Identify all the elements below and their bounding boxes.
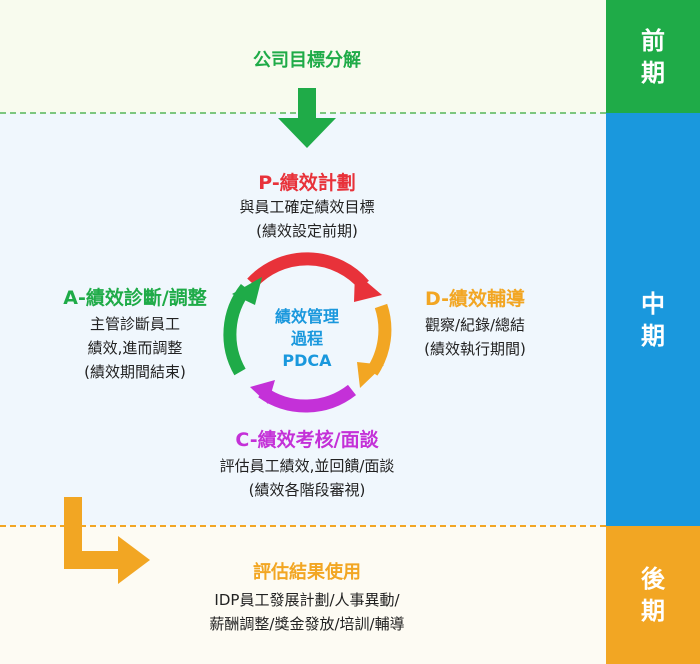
pdca-graphics <box>64 88 392 584</box>
pdca-cycle <box>223 252 392 413</box>
check-line-1: 評估員工績效,並回饋/面談 <box>219 457 395 475</box>
cycle-arrowhead-do <box>357 362 384 388</box>
cycle-arc-check <box>258 384 357 413</box>
result-title: 評估結果使用 <box>253 562 361 583</box>
plan-line-2: (績效設定前期) <box>256 222 358 240</box>
cycle-arc-plan <box>247 252 369 290</box>
act-title: A-績效診斷/調整 <box>63 287 207 309</box>
center-line-1: 績效管理 <box>274 307 339 326</box>
check-title: C-績效考核/面談 <box>235 429 379 451</box>
phase-divider-late <box>0 525 606 527</box>
plan-title: P-績效計劃 <box>258 172 356 194</box>
act-line-1: 主管診斷員工 <box>89 315 180 333</box>
result-line-2: 薪酬調整/獎金發放/培訓/輔導 <box>209 615 405 633</box>
cycle-arrowhead-check <box>250 380 275 404</box>
center-line-3: PDCA <box>282 351 332 370</box>
cycle-arrowhead-plan <box>354 272 382 302</box>
do-line-1: 觀察/紀錄/總結 <box>424 316 526 334</box>
plan-line-1: 與員工確定績效目標 <box>239 198 375 216</box>
act-line-3: (績效期間結束) <box>84 363 186 381</box>
act-line-2: 績效,進而調整 <box>87 339 183 357</box>
check-line-2: (績效各階段審視) <box>248 481 366 499</box>
center-line-2: 過程 <box>290 329 323 348</box>
do-line-2: (績效執行期間) <box>424 340 526 358</box>
down-arrow-icon <box>278 88 336 148</box>
cycle-arrowhead-act <box>232 277 262 305</box>
phase-zone-middle <box>0 113 606 526</box>
cycle-arc-act <box>223 283 252 376</box>
phase-zone-late <box>0 526 606 664</box>
cycle-arc-do <box>366 303 392 376</box>
result-line-1: IDP員工發展計劃/人事異動/ <box>214 591 400 609</box>
phase-label-late: 後期 <box>606 526 700 664</box>
do-title: D-績效輔導 <box>424 288 525 310</box>
phase-label-middle: 中期 <box>606 113 700 526</box>
elbow-arrow-icon <box>64 497 150 584</box>
company-goal-label: 公司目標分解 <box>253 50 361 71</box>
phase-label-early: 前期 <box>606 0 700 113</box>
